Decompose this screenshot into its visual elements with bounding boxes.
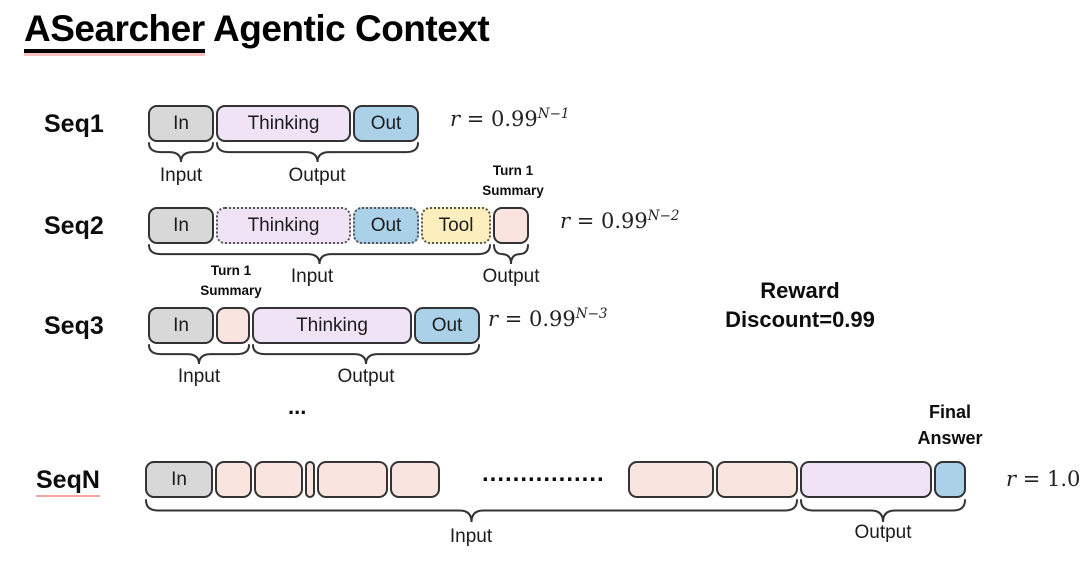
reward-discount-note: Reward Discount=0.99 bbox=[690, 276, 910, 334]
seq2-label: Seq2 bbox=[44, 212, 104, 240]
seq2-output-brace bbox=[493, 244, 529, 265]
seqn-output-box bbox=[800, 461, 932, 498]
seqn-turn-box-3 bbox=[305, 461, 315, 498]
seq3-reward-formula: r = 0.99N−3 bbox=[488, 306, 607, 331]
seq3-reward-exp: N−3 bbox=[575, 306, 608, 322]
seq2-turn1-line: Turn 1 bbox=[492, 163, 534, 178]
seq3-reward-eq: = 0.99 bbox=[498, 307, 576, 331]
seq2-reward-formula: r = 0.99N−2 bbox=[560, 208, 679, 233]
seq2-summary-line: Summary bbox=[482, 183, 544, 199]
seq3-reward-var: r bbox=[488, 307, 499, 331]
page-title: ASearcher Agentic Context bbox=[24, 8, 490, 53]
seq2-thinking-box: Thinking bbox=[216, 207, 351, 244]
seqn-final-answer-label: Final Answer bbox=[895, 399, 1005, 451]
seq3-thinking-box: Thinking bbox=[252, 307, 412, 344]
seq2-tool-box: Tool bbox=[421, 207, 491, 244]
seq2-input-brace bbox=[148, 244, 491, 265]
seqn-turn-box-6 bbox=[628, 461, 714, 498]
title-word-asearcher: ASearcher bbox=[24, 8, 205, 53]
rows-ellipsis: ... bbox=[288, 394, 307, 419]
reward-note-line1: Reward bbox=[760, 278, 840, 303]
seq3-label: Seq3 bbox=[44, 312, 104, 340]
seq1-reward-exp: N−1 bbox=[537, 106, 570, 122]
seq3-summary-line: Summary bbox=[200, 283, 262, 299]
seq1-output-brace-label: Output bbox=[288, 165, 346, 186]
seqn-label: SeqN bbox=[36, 466, 100, 497]
seq2-out-box: Out bbox=[353, 207, 419, 244]
final-line: Final bbox=[928, 402, 971, 422]
seq1-output-brace bbox=[216, 142, 419, 163]
seq2-reward-eq: = 0.99 bbox=[570, 209, 648, 233]
seq2-reward-exp: N−2 bbox=[647, 208, 680, 224]
seq1-label: Seq1 bbox=[44, 110, 104, 138]
seq1-thinking-box: Thinking bbox=[216, 105, 351, 142]
seq3-output-brace bbox=[252, 344, 480, 365]
seq3-summary-box bbox=[216, 307, 250, 344]
title-rest: Agentic Context bbox=[204, 8, 490, 49]
seq3-input-brace-label: Input bbox=[177, 366, 221, 387]
seqn-reward-var: r bbox=[1006, 467, 1017, 491]
seq3-output-brace-label: Output bbox=[337, 366, 395, 387]
reward-note-line2: Discount=0.99 bbox=[725, 307, 875, 333]
seqn-turn-box-4 bbox=[317, 461, 388, 498]
seqn-reward-eq: = 1.0 bbox=[1016, 467, 1080, 491]
seq3-out-box: Out bbox=[414, 307, 480, 344]
seq3-turn1-line: Turn 1 bbox=[210, 263, 252, 278]
seq1-out-box: Out bbox=[353, 105, 419, 142]
seq1-input-brace bbox=[148, 142, 214, 163]
seqn-output-brace bbox=[800, 499, 966, 523]
seq2-turn1-summary-label: Turn 1 Summary bbox=[463, 161, 563, 202]
seq2-reward-var: r bbox=[560, 209, 571, 233]
seqn-output-brace-label: Output bbox=[854, 522, 912, 543]
seqn-final-answer-box bbox=[934, 461, 966, 498]
seqn-dots: ................ bbox=[482, 460, 605, 487]
seq1-in-box: In bbox=[148, 105, 214, 142]
answer-line: Answer bbox=[917, 428, 983, 449]
seq2-output-brace-label: Output bbox=[482, 266, 540, 287]
seq1-input-brace-label: Input bbox=[159, 165, 203, 186]
seqn-turn-box-5 bbox=[390, 461, 440, 498]
seq1-reward-var: r bbox=[450, 107, 461, 131]
seqn-turn-box-7 bbox=[716, 461, 798, 498]
seqn-reward-formula: r = 1.0 bbox=[1006, 466, 1080, 491]
seqn-in-box: In bbox=[145, 461, 213, 498]
seq1-reward-eq: = 0.99 bbox=[460, 107, 538, 131]
seq1-reward-formula: r = 0.99N−1 bbox=[450, 106, 569, 131]
seq2-summary-box bbox=[493, 207, 529, 244]
seqn-turn-box-2 bbox=[254, 461, 303, 498]
seq3-in-box: In bbox=[148, 307, 214, 344]
seq3-input-brace bbox=[148, 344, 250, 365]
seqn-input-brace-label: Input bbox=[449, 526, 493, 547]
seq2-in-box: In bbox=[148, 207, 214, 244]
seq2-input-brace-label: Input bbox=[290, 266, 334, 287]
seqn-input-brace bbox=[145, 499, 798, 523]
seqn-turn-box-1 bbox=[215, 461, 252, 498]
seq3-turn1-summary-label: Turn 1 Summary bbox=[181, 261, 281, 302]
